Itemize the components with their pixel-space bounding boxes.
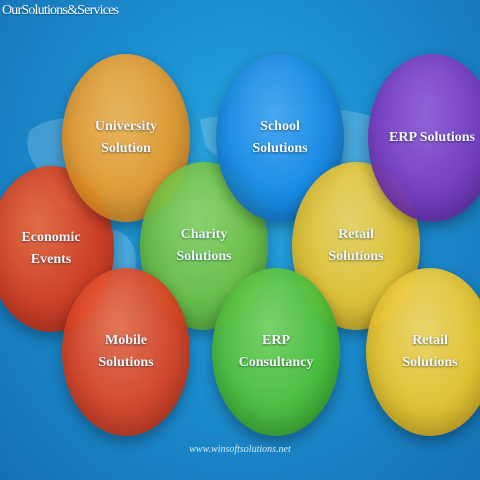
retail-solutions-label-middle: Retail Solutions xyxy=(328,227,384,264)
charity-solutions-label: Charity Solutions xyxy=(176,227,232,264)
university-solution-label: University Solution xyxy=(94,119,158,156)
mobile-solutions-label: Mobile Solutions xyxy=(98,333,154,370)
website-url: www.winsoftsolutions.net xyxy=(189,444,291,455)
mobile-solutions-bubble[interactable]: Mobile Solutions xyxy=(62,268,190,436)
retail-solutions-bubble-bottom[interactable]: Retail Solutions xyxy=(366,268,480,436)
economic-events-label: Economic Events xyxy=(21,230,81,267)
erp-consultancy-bubble[interactable]: ERP Consultancy xyxy=(212,268,340,436)
page-title: OurSolutions&Services xyxy=(2,3,119,18)
erp-consultancy-label: ERP Consultancy xyxy=(238,333,314,370)
erp-solutions-label: ERP Solutions xyxy=(389,130,475,145)
retail-solutions-label-bottom: Retail Solutions xyxy=(402,333,458,370)
school-solutions-label: School Solutions xyxy=(252,119,308,156)
